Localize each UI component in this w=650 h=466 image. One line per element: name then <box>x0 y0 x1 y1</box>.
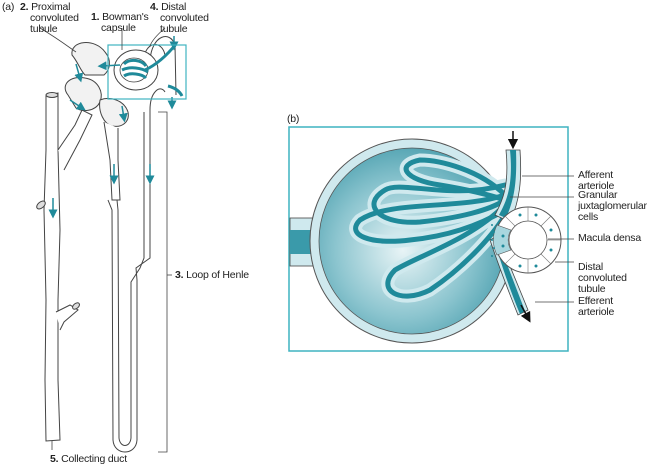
label-text: Collecting duct <box>61 453 127 465</box>
collecting-duct <box>36 92 93 442</box>
label-text: juxtaglomerular <box>578 200 647 212</box>
label-distal-convoluted-tubule-b: Distal convoluted tubule <box>578 262 650 295</box>
label-number: 5. <box>50 453 59 465</box>
label-text: cells <box>578 211 599 223</box>
label-text: capsule <box>101 22 136 34</box>
label-loop-of-henle: 3. Loop of Henle <box>175 270 249 281</box>
label-text: Bowman's <box>102 11 149 23</box>
label-granular-juxtaglomerular-cells: Granular juxtaglomerular cells <box>578 190 647 223</box>
label-text: Proximal <box>31 1 71 13</box>
zoom-box-a <box>107 44 187 100</box>
flow-arrows-b <box>507 131 531 323</box>
label-collecting-duct: 5. Collecting duct <box>50 454 127 465</box>
label-proximal-convoluted-tubule: 2. Proximal convoluted tubule <box>20 2 79 35</box>
leader-lines-b <box>510 175 574 303</box>
label-text: convoluted <box>30 12 79 24</box>
label-distal-convoluted-tubule-a: 4. Distal convoluted tubule <box>150 2 209 35</box>
label-text: tubule <box>160 23 188 35</box>
label-text: Loop of Henle <box>186 269 249 281</box>
label-macula-densa: Macula densa <box>578 232 641 244</box>
label-text: Granular <box>578 189 618 201</box>
label-afferent-arteriole: Afferent arteriole <box>578 169 615 192</box>
label-number: 1. <box>91 11 100 23</box>
label-efferent-arteriole: Efferent arteriole <box>578 295 615 318</box>
leader-lines-a <box>39 27 172 453</box>
granular-juxtaglomerular-cells <box>491 224 495 257</box>
label-text: Distal <box>161 1 187 13</box>
macula-densa-ring <box>493 206 562 274</box>
label-text: tubule <box>30 23 58 35</box>
label-text: convoluted <box>160 12 209 24</box>
label-number: 2. <box>20 1 29 13</box>
panel-a-label: (a) <box>2 1 15 13</box>
label-text: Distal convoluted <box>578 261 627 284</box>
glomerulus <box>349 153 512 303</box>
bowmans-capsule-a <box>113 43 184 97</box>
label-text: tubule <box>578 283 606 295</box>
panel-b-label: (b) <box>287 113 300 125</box>
label-number: 4. <box>150 1 159 13</box>
flow-arrows-a <box>48 36 179 219</box>
label-number: 3. <box>175 269 184 281</box>
label-bowmans-capsule: 1. Bowman's capsule <box>91 12 149 34</box>
loop-of-henle <box>107 88 166 453</box>
